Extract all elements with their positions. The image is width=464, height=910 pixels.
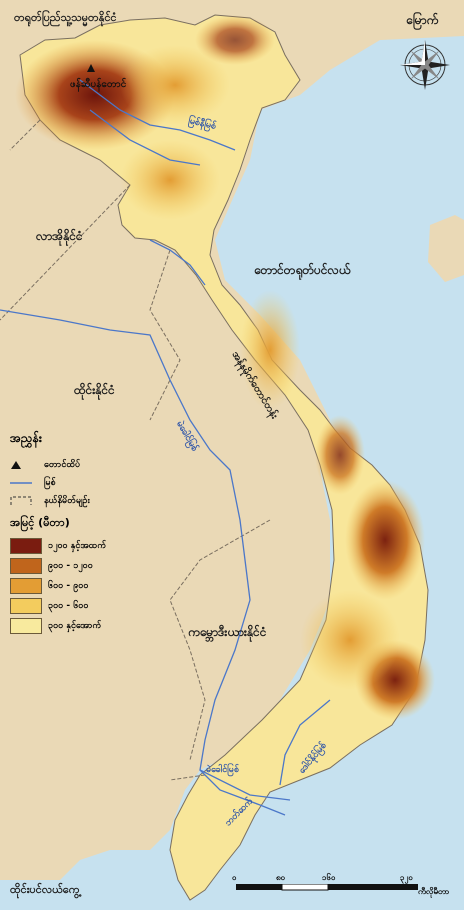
- elevation-label: ၃၀၀ နှင့်အောက်: [48, 620, 102, 631]
- legend-peak-label: တောင်ထိပ်: [44, 459, 81, 470]
- legend-border-label: နယ်နိမိတ်မျဉ်း: [44, 495, 90, 506]
- scale-tick-label: ၈၀: [276, 873, 286, 882]
- rivers: [0, 79, 331, 816]
- border-icon: [10, 496, 44, 506]
- scale-unit: ကီလိုမီတာ: [418, 887, 449, 896]
- scale-tick-label: ၀: [232, 873, 237, 882]
- legend-peak-row: တောင်ထိပ်: [10, 456, 160, 474]
- elevation-label: ၆၀၀ - ၉၀၀: [48, 580, 89, 591]
- highland-central: [345, 480, 425, 600]
- cambodia-label: ကမ္ဘောဒီးယားနိုင်ငံ: [188, 625, 267, 639]
- legend: အညွှန်း တောင်ထိပ် မြစ် နယ်နိမိတ်မျဉ်း အမ…: [10, 430, 160, 636]
- elevation-row: ၁၂၀၀ နှင့်အထက်: [10, 536, 160, 556]
- elevation-title: အမြင့် (မီတာ): [10, 516, 70, 529]
- north-central-river: [149, 239, 206, 286]
- elevation-label: ၁၂၀၀ နှင့်အထက်: [48, 540, 107, 551]
- black-river-line: [89, 109, 201, 166]
- scale-bar-graphic: [236, 884, 418, 891]
- scale-tick-label: ၃၂၀: [400, 873, 413, 882]
- bassac-line: [199, 769, 286, 816]
- mekong-line: [0, 309, 291, 801]
- red-river-line: [79, 79, 236, 151]
- north-arrow-label: မြောက်: [406, 13, 439, 27]
- scale-tick-label: ၁၆၀: [322, 873, 336, 882]
- south-china-sea-label: တောင်တရုတ်ပင်လယ်: [254, 263, 351, 277]
- highland-north-central: [120, 45, 230, 125]
- elevation-swatch: [10, 578, 42, 594]
- highland-annamite-south: [315, 415, 365, 495]
- gulf-of-thailand-label: ထိုင်းပင်လယ်ကွေ့: [10, 883, 80, 896]
- peak-icon: [10, 460, 44, 470]
- china-label: တရုတ်ပြည်သူ့သမ္မတနိုင်ငံ: [14, 11, 117, 24]
- scale-bar: ၀ ၈၀ ၁၆၀ ၃၂၀ ကီလိုမီတာ: [232, 872, 452, 902]
- river-icon: [10, 480, 44, 486]
- legend-title: အညွှန်း: [10, 431, 42, 445]
- legend-river-label: မြစ်: [44, 477, 56, 488]
- highland-annamite: [240, 290, 300, 410]
- elevation-swatch: [10, 558, 42, 574]
- peak-marker: [87, 64, 95, 72]
- elevation-row: ၆၀၀ - ၉၀၀: [10, 576, 160, 596]
- highland-north-south: [120, 140, 220, 220]
- laos-label: လာအိုနိုင်ငံ: [36, 229, 83, 243]
- thailand-label: ထိုင်းနိုင်ငံ: [74, 383, 115, 397]
- compass-rose-icon: [400, 40, 450, 90]
- fansipan-label: ဖန်ဆီပန်တောင်: [70, 79, 127, 90]
- elevation-swatch: [10, 538, 42, 554]
- hainan-island: [428, 215, 464, 282]
- mekong-river-label-south: မဲခေါင်မြစ်: [206, 765, 240, 775]
- neighbor-land: [0, 0, 464, 880]
- elevation-swatch: [10, 618, 42, 634]
- elevation-row: ၉၀၀ - ၁၂၀၀: [10, 556, 160, 576]
- highland-plateau: [300, 590, 400, 690]
- elevation-row: ၃၀၀ - ၆၀၀: [10, 596, 160, 616]
- legend-river-row: မြစ်: [10, 474, 160, 492]
- elevation-swatch: [10, 598, 42, 614]
- legend-border-row: နယ်နိမိတ်မျဉ်း: [10, 492, 160, 510]
- elevation-label: ၉၀၀ - ၁၂၀၀: [48, 560, 93, 571]
- elevation-label: ၃၀၀ - ၆၀၀: [48, 600, 89, 611]
- dong-nai-line: [279, 699, 331, 786]
- highland-north-east: [195, 15, 275, 65]
- elevation-row: ၃၀၀ နှင့်အောက်: [10, 616, 160, 636]
- border-line: [0, 119, 271, 781]
